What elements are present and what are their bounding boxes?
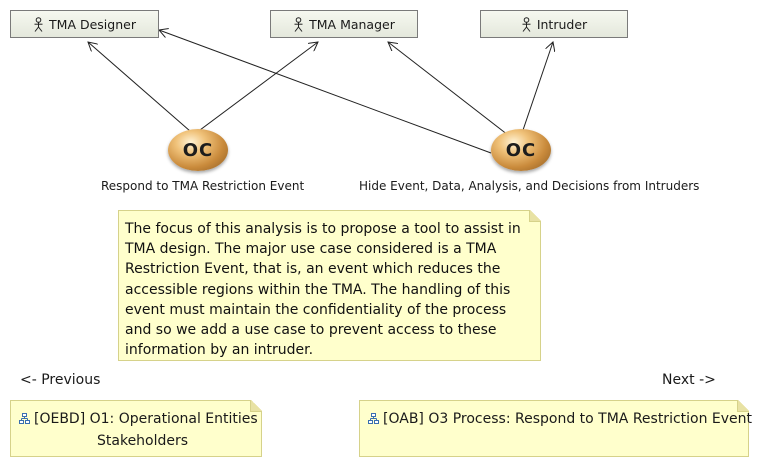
actor-label: TMA Manager: [309, 16, 395, 32]
description-note[interactable]: [118, 210, 541, 361]
note-corner: [529, 210, 541, 222]
edge-hide-to-manager[interactable]: [388, 42, 509, 136]
previous-diagram-link[interactable]: [OEBD] O1: Operational Entities Stakehol…: [10, 400, 262, 457]
previous-diagram-subtitle: Stakeholders: [97, 433, 189, 449]
actor-icon: [522, 16, 531, 32]
capability-respond-label: Respond to TMA Restriction Event: [101, 179, 305, 193]
capability-hide-node[interactable]: OC: [491, 129, 551, 171]
note-corner: [250, 400, 262, 412]
actor-label: TMA Designer: [49, 16, 136, 32]
actor-tma-designer[interactable]: TMA Designer: [10, 10, 159, 38]
actor-icon: [34, 16, 43, 32]
edge-respond-to-manager[interactable]: [199, 42, 318, 131]
next-diagram-title: [OAB] O3 Process: Respond to TMA Restric…: [383, 411, 753, 427]
edge-hide-to-intruder[interactable]: [521, 42, 553, 134]
actor-icon: [294, 16, 303, 32]
actor-label: Intruder: [536, 16, 588, 32]
capability-badge: OC: [505, 139, 537, 161]
edge-hide-to-designer[interactable]: [159, 30, 492, 154]
capability-badge: OC: [182, 139, 214, 161]
actor-intruder[interactable]: Intruder: [480, 10, 628, 38]
previous-diagram-title: [OEBD] O1: Operational Entities: [34, 411, 258, 427]
capability-respond-node[interactable]: OC: [168, 129, 228, 171]
actor-tma-manager[interactable]: TMA Manager: [270, 10, 418, 38]
diagram-link-icon: [368, 413, 379, 424]
edge-respond-to-designer[interactable]: [88, 42, 199, 139]
next-link[interactable]: Next ->: [662, 372, 716, 388]
diagram-link-icon: [19, 413, 30, 424]
previous-link[interactable]: <- Previous: [20, 372, 101, 388]
next-diagram-link[interactable]: [OAB] O3 Process: Respond to TMA Restric…: [359, 400, 753, 457]
note-corner: [737, 400, 749, 412]
capability-hide-label: Hide Event, Data, Analysis, and Decision…: [359, 179, 700, 193]
description-note-text: The focus of this analysis is to propose…: [125, 221, 521, 359]
